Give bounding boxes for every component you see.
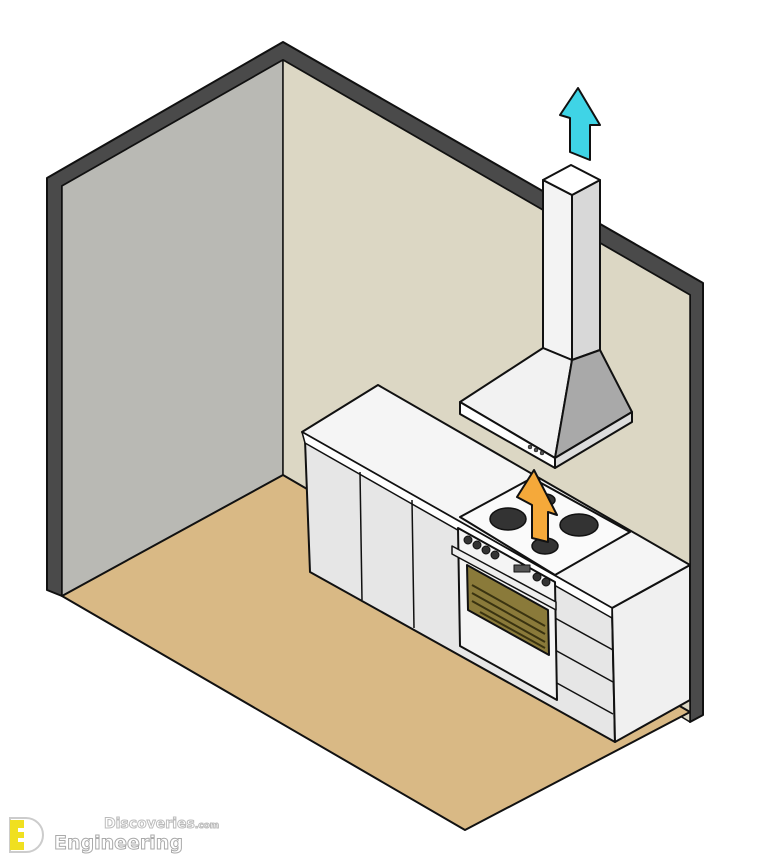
watermark-site: Discoveries.com [104,816,220,833]
exhaust-arrow-icon [559,87,601,161]
stove-knobs [463,535,551,587]
cabinet-door-line [411,499,415,629]
watermark-brand: Engineering [54,832,184,855]
cabinet-door-line [359,471,363,601]
chimney-left [542,179,573,361]
drawer-line [554,649,614,683]
logo-icon [9,817,44,853]
drawer-line [554,681,614,715]
chimney-right [571,179,601,361]
hood-side-strip [554,411,633,469]
heat-arrow-icon [516,469,558,543]
oven-handle [451,545,557,611]
oven-rack [471,584,546,649]
chimney-top [542,164,601,196]
hood-buttons [527,444,545,456]
floor [61,474,691,831]
drawer-line [554,617,614,651]
watermark: Discoveries.com Engineering [8,812,220,858]
